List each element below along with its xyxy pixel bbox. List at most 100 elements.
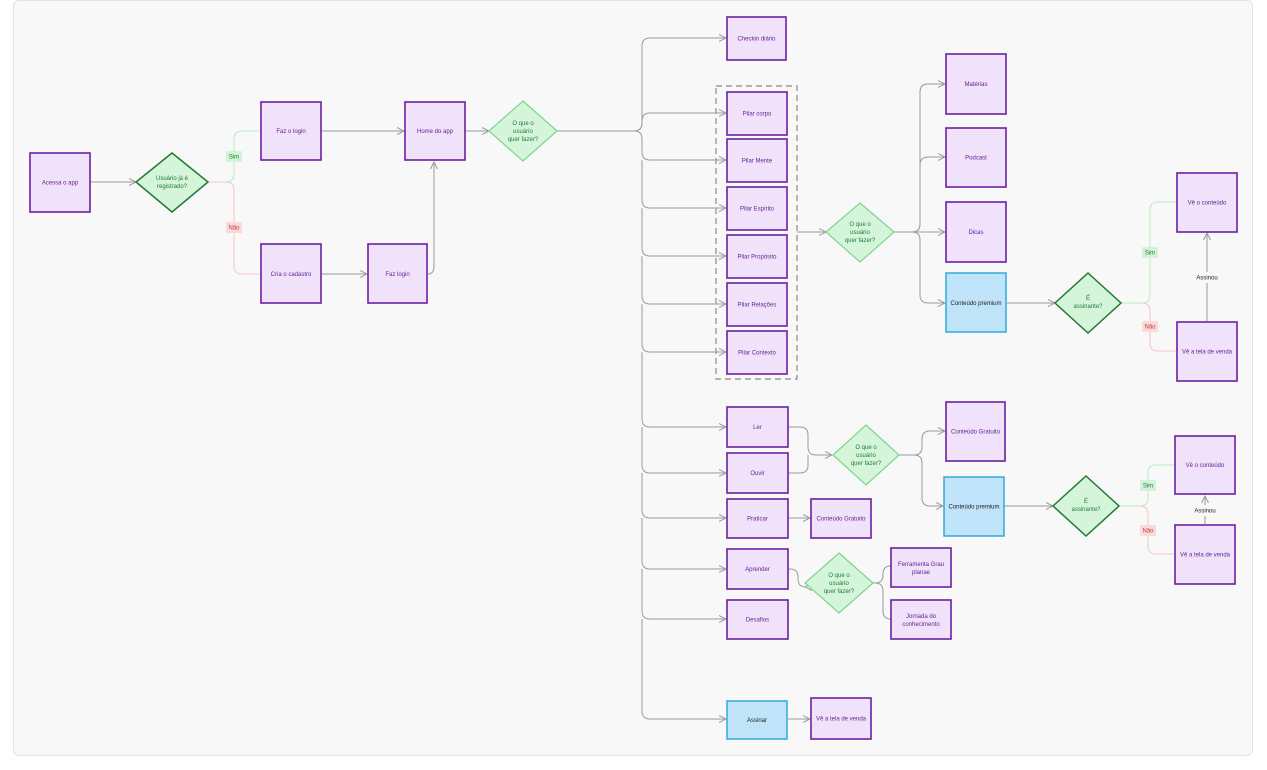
node-ve-tela-venda-3[interactable]: Vê a tela de venda [810, 697, 872, 740]
label-sim-3: Sim [1143, 484, 1153, 490]
svg-text:usuário: usuário [829, 581, 849, 587]
edge-assinante1-nao [1141, 302, 1176, 352]
edge-to-premium-2 [913, 454, 943, 506]
svg-text:Conteúdo Gratuito: Conteúdo Gratuito [951, 430, 1001, 436]
svg-text:O que o: O que o [828, 573, 850, 579]
edge-to-assinar [641, 619, 726, 719]
node-conteudo-premium-2[interactable]: Conteúdo premium [943, 476, 1005, 537]
pilares-group [715, 85, 798, 380]
node-ferramenta[interactable]: Ferramenta Grau planae [890, 547, 952, 588]
tag-assinou-1 [1193, 272, 1221, 283]
label-sim-2: Sim [1145, 251, 1155, 257]
node-ler[interactable]: Ler [726, 406, 789, 448]
label-assinou-1: Assinou [1196, 276, 1217, 282]
node-pilar-espirito[interactable]: Pilar Espírito [726, 186, 788, 231]
edge-ouvir-to-decision [788, 455, 809, 474]
svg-text:quer fazer?: quer fazer? [824, 589, 855, 595]
svg-text:Pilar Mente: Pilar Mente [742, 159, 773, 165]
node-assinante-2[interactable]: É assinante? [1051, 474, 1121, 538]
node-jornada[interactable]: Jornada do conhecimento [890, 599, 952, 640]
svg-text:Ouvir: Ouvir [750, 471, 764, 477]
svg-text:O que o: O que o [849, 222, 871, 228]
edge-to-podcast [911, 157, 945, 233]
node-faz-login[interactable]: Faz login [367, 243, 428, 304]
node-decision-aprender[interactable]: O que o usuário quer fazer? [804, 552, 874, 614]
svg-text:Vê a tela de venda: Vê a tela de venda [1182, 350, 1233, 356]
edge-assinante2-nao [1139, 505, 1174, 555]
node-pilar-proposito[interactable]: Pilar Propósito [726, 234, 788, 279]
label-sim-1: Sim [229, 155, 239, 161]
node-conteudo-gratuito-2[interactable]: Conteúdo Gratuito [810, 498, 872, 539]
node-checkin[interactable]: Checkin diário [726, 16, 787, 61]
svg-text:assinante?: assinante? [1071, 507, 1101, 513]
node-praticar[interactable]: Praticar [726, 498, 789, 539]
svg-text:usuário: usuário [856, 453, 876, 459]
node-materias[interactable]: Matérias [945, 53, 1007, 115]
node-desafios[interactable]: Desafios [726, 599, 789, 640]
tag-sim-2 [1142, 247, 1158, 258]
svg-text:conhecimento: conhecimento [902, 622, 940, 628]
edge-to-pilar-proposito [641, 208, 726, 256]
svg-text:Conteúdo Gratuito: Conteúdo Gratuito [816, 517, 866, 523]
svg-text:Aprender: Aprender [745, 567, 770, 573]
svg-text:Dicas: Dicas [968, 230, 983, 236]
svg-text:registrado?: registrado? [157, 184, 188, 190]
node-home-app[interactable]: Home do app [404, 101, 466, 161]
svg-text:Ferramenta Grau: Ferramenta Grau [898, 562, 944, 568]
node-ve-conteudo-1[interactable]: Vê o conteúdo [1176, 172, 1238, 233]
edge-to-desafios [641, 569, 726, 619]
node-pilar-mente[interactable]: Pilar Mente [726, 138, 788, 183]
tag-assinou-2 [1191, 505, 1219, 516]
svg-text:O que o: O que o [855, 445, 877, 451]
edge-to-ler [641, 352, 726, 427]
edge-to-aprender [641, 518, 726, 569]
node-dicas[interactable]: Dicas [945, 201, 1007, 263]
node-decision-ler[interactable]: O que o usuário quer fazer? [832, 424, 900, 486]
nodes: Acessa o app Usuário já é registrado? Fa… [29, 16, 1238, 740]
svg-text:Pilar Espírito: Pilar Espírito [740, 207, 775, 213]
edge-to-premium-1 [911, 231, 945, 303]
edge-to-pilar-contexto [641, 304, 726, 352]
node-decision-pilar[interactable]: O que o usuário quer fazer? [825, 202, 895, 263]
label-nao-2: Não [1144, 325, 1156, 331]
svg-text:Faz o login: Faz o login [276, 129, 305, 135]
svg-text:É: É [1086, 295, 1090, 302]
edge-to-gratuito-1 [899, 431, 945, 456]
node-ve-conteudo-2[interactable]: Vê o conteúdo [1174, 435, 1236, 495]
node-cria-cadastro[interactable]: Cria o cadastro [260, 243, 322, 304]
node-conteudo-premium-1[interactable]: Conteúdo premium [945, 272, 1007, 333]
edge-to-ouvir [641, 427, 726, 473]
node-assinar[interactable]: Assinar [726, 700, 788, 740]
edge-aprender-to-decision [788, 568, 806, 587]
node-podcast[interactable]: Podcast [945, 127, 1007, 188]
edge-to-ferramenta [873, 566, 891, 584]
svg-text:Ler: Ler [753, 425, 762, 431]
flowchart-canvas [13, 0, 1253, 756]
node-aprender[interactable]: Aprender [726, 548, 789, 590]
edges [90, 38, 1207, 719]
label-nao-3: Não [1142, 529, 1154, 535]
node-faz-o-login[interactable]: Faz o login [260, 101, 322, 161]
node-decision-main[interactable]: O que o usuário quer fazer? [488, 100, 558, 162]
label-assinou-2: Assinou [1194, 509, 1215, 515]
svg-text:Faz login: Faz login [385, 272, 409, 278]
svg-text:usuário: usuário [513, 129, 533, 135]
svg-text:Vê o conteúdo: Vê o conteúdo [1186, 463, 1225, 469]
node-ve-tela-venda-2[interactable]: Vê a tela de venda [1174, 524, 1236, 585]
label-nao-1: Não [228, 226, 240, 232]
node-usuario-registrado[interactable]: Usuário já é registrado? [134, 152, 210, 213]
tag-nao-2 [1142, 321, 1158, 332]
node-pilar-contexto[interactable]: Pilar Contexto [726, 330, 788, 375]
edge-to-pilar-corpo [633, 113, 726, 132]
node-pilar-relacoes[interactable]: Pilar Relações [726, 282, 788, 327]
node-assinante-1[interactable]: É assinante? [1053, 271, 1123, 335]
node-ve-tela-venda-1[interactable]: Vê a tela de venda [1176, 321, 1238, 382]
node-ouvir[interactable]: Ouvir [726, 452, 789, 494]
node-conteudo-gratuito-1[interactable]: Conteúdo Gratuito [945, 401, 1006, 462]
edge-to-praticar [641, 473, 726, 518]
node-pilar-corpo[interactable]: Pilar corpo [726, 91, 788, 136]
svg-text:Assinar: Assinar [747, 718, 767, 724]
svg-text:Vê a tela de venda: Vê a tela de venda [816, 717, 867, 723]
svg-text:Home do app: Home do app [417, 129, 454, 135]
node-acessa-app[interactable]: Acessa o app [29, 152, 91, 213]
